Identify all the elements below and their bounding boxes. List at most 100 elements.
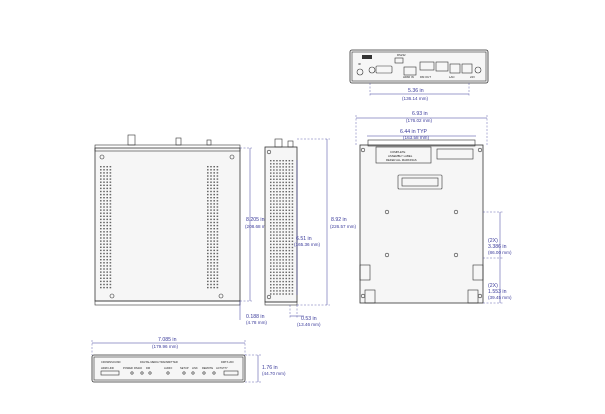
vent-slot — [291, 262, 294, 264]
vent-slot — [210, 277, 212, 279]
dim-end-inner-mm: (165.36 mm) — [294, 242, 321, 247]
vent-slot — [282, 212, 284, 215]
vent-slot — [106, 187, 108, 190]
vent-slot — [285, 265, 287, 267]
top-label-line1: COMPLETE — [390, 150, 406, 154]
vent-slot — [270, 290, 272, 292]
vent-slot — [288, 222, 291, 224]
vent-slot — [273, 256, 275, 258]
vent-slot — [100, 193, 102, 196]
vent-slot — [291, 287, 294, 289]
vent-slot — [216, 249, 219, 252]
vent-slot — [207, 178, 209, 180]
vent-slot — [100, 215, 102, 217]
vent-slot — [285, 187, 287, 190]
vent-slot — [279, 218, 281, 221]
vent-slot — [207, 221, 209, 224]
vent-slot — [100, 240, 102, 242]
vent-slot — [288, 200, 291, 202]
vent-slot — [270, 287, 272, 289]
vent-slot — [213, 209, 215, 211]
vent-slot — [282, 234, 284, 236]
vent-slot — [207, 280, 209, 283]
vent-slot — [270, 209, 272, 211]
vent-slot — [106, 209, 108, 211]
vent-slot — [210, 200, 212, 202]
vent-slot — [288, 287, 291, 289]
vent-slot — [285, 253, 287, 255]
vent-slot — [285, 284, 287, 286]
vent-slot — [270, 215, 272, 218]
vent-slot — [213, 255, 215, 258]
vent-slot — [276, 259, 278, 261]
front-panel-label: SETUP — [180, 366, 189, 370]
vent-slot — [279, 172, 281, 174]
vent-slot — [210, 181, 212, 183]
vent-slot — [100, 286, 102, 289]
vent-slot — [276, 166, 278, 168]
vent-slot — [288, 231, 291, 233]
vent-slot — [103, 221, 105, 224]
dim-top-width: 6.93 in — [412, 111, 428, 117]
vent-slot — [276, 187, 278, 190]
vent-slot — [213, 218, 215, 221]
vent-slot — [291, 293, 294, 295]
vent-slot — [282, 209, 284, 211]
vent-slot — [276, 293, 278, 295]
vent-slot — [288, 203, 291, 205]
vent-slot — [276, 181, 278, 184]
vent-slot — [207, 166, 209, 168]
vent-slot — [270, 187, 272, 190]
vent-slot — [291, 200, 294, 202]
vent-slot — [207, 274, 209, 276]
vent-slot — [282, 218, 284, 221]
vent-slot — [291, 240, 294, 242]
vent-slot — [210, 237, 212, 239]
vent-slot — [291, 256, 294, 258]
vent-slot — [279, 222, 281, 224]
vent-slot — [106, 283, 108, 286]
vent-slot — [285, 262, 287, 264]
vent-slot — [207, 215, 209, 217]
vent-slot — [282, 169, 284, 171]
vent-slot — [291, 184, 294, 187]
vent-slot — [279, 187, 281, 190]
vent-slot — [103, 262, 105, 264]
vent-slot — [276, 194, 278, 196]
vent-slot — [210, 265, 212, 267]
vent-slot — [216, 231, 219, 233]
vent-slot — [213, 212, 215, 214]
vent-slot — [285, 225, 287, 227]
vent-slot — [210, 172, 212, 174]
vent-slot — [213, 268, 215, 270]
vent-slot — [100, 221, 102, 224]
vent-slot — [109, 187, 112, 190]
vent-slot — [288, 206, 291, 208]
vent-slot — [270, 277, 272, 280]
vent-slot — [103, 228, 105, 230]
dim-front-width: 7.085 in — [158, 337, 177, 343]
dim-top-inner: 6.44 in TYP — [400, 129, 428, 135]
vent-slot — [270, 249, 272, 252]
vent-slot — [279, 277, 281, 280]
vent-slot — [213, 271, 215, 273]
vent-slot — [109, 255, 112, 258]
vent-slot — [213, 240, 215, 242]
dim-hole-a: 3.386 in — [488, 244, 507, 250]
vent-slot — [216, 184, 219, 186]
vent-slot — [273, 181, 275, 184]
vent-slot — [273, 290, 275, 292]
vent-slot — [288, 280, 291, 283]
vent-slot — [103, 178, 105, 180]
vent-slot — [106, 252, 108, 255]
vent-slot — [207, 228, 209, 230]
vent-slot — [207, 286, 209, 289]
vent-slot — [109, 175, 112, 177]
front-panel-label: REMOTE — [202, 366, 213, 370]
vent-slot — [109, 268, 112, 270]
vent-slot — [210, 286, 212, 289]
vent-slot — [273, 197, 275, 199]
vent-slot — [109, 169, 112, 171]
vent-slot — [288, 293, 291, 295]
vent-slot — [276, 200, 278, 202]
